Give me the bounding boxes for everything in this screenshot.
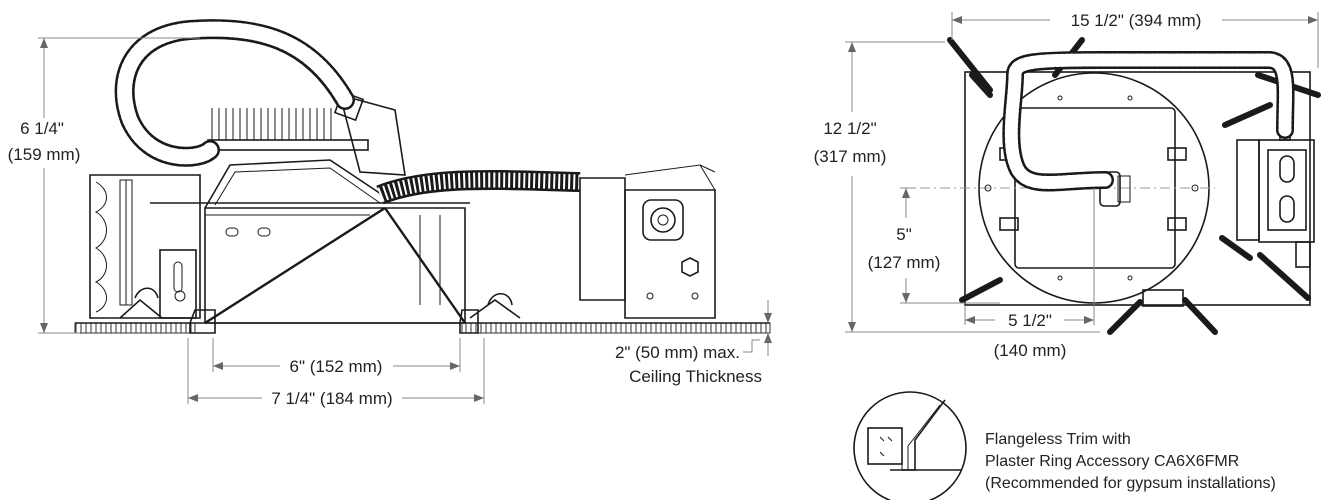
detail-caption-line2: Plaster Ring Accessory CA6X6FMR: [985, 453, 1239, 470]
plan-view: 15 1/2" (394 mm) 12 1/2" (317 mm) 5" (12…: [814, 11, 1321, 360]
offset-label: 5": [896, 225, 912, 244]
heat-sink: [207, 90, 406, 176]
aperture-dimension: [212, 338, 461, 372]
depth-metric-label: (317 mm): [814, 147, 887, 166]
half-width-label: 5 1/2": [1008, 311, 1052, 330]
ceiling-thickness-caption: Ceiling Thickness: [629, 367, 762, 386]
width-label: 15 1/2" (394 mm): [1071, 11, 1202, 30]
offset-dimension: [900, 187, 1000, 304]
side-elevation-view: 6 1/4" (159 mm) 6" (152 mm) 7 1/4" (184 …: [8, 19, 772, 408]
half-width-dimension: [964, 188, 1095, 325]
housing-width-label: 7 1/4" (184 mm): [271, 389, 392, 408]
width-dimension: [951, 12, 1319, 68]
height-label: 6 1/4": [20, 119, 64, 138]
bottom-clip: [1142, 289, 1184, 307]
ceiling-left: [74, 322, 196, 334]
detail-caption-line3: (Recommended for gypsum installations): [985, 475, 1276, 492]
flex-conduit-top: [1002, 51, 1295, 192]
plaster-ring-detail: [853, 391, 967, 500]
depth-label: 12 1/2": [823, 119, 876, 138]
height-metric-label: (159 mm): [8, 145, 81, 164]
driver-bracket: [89, 174, 201, 319]
ceiling-thickness-label: 2" (50 mm) max.: [615, 343, 740, 362]
ceiling-right: [461, 322, 771, 334]
detail-caption-line1: Flangeless Trim with: [985, 431, 1131, 448]
ceiling-thickness-dimension: [743, 300, 772, 356]
bar-hangers: [947, 37, 1321, 335]
depth-dimension: [845, 41, 1100, 333]
half-width-metric-label: (140 mm): [994, 341, 1067, 360]
junction-box-top: [1236, 125, 1315, 268]
housing-width-dimension: [187, 338, 485, 404]
offset-metric-label: (127 mm): [868, 253, 941, 272]
flex-conduit-side: [114, 19, 581, 205]
aperture-label: 6" (152 mm): [290, 357, 383, 376]
junction-box-side: [579, 164, 716, 319]
height-dimension: [38, 37, 200, 334]
main-housing: [150, 159, 521, 334]
